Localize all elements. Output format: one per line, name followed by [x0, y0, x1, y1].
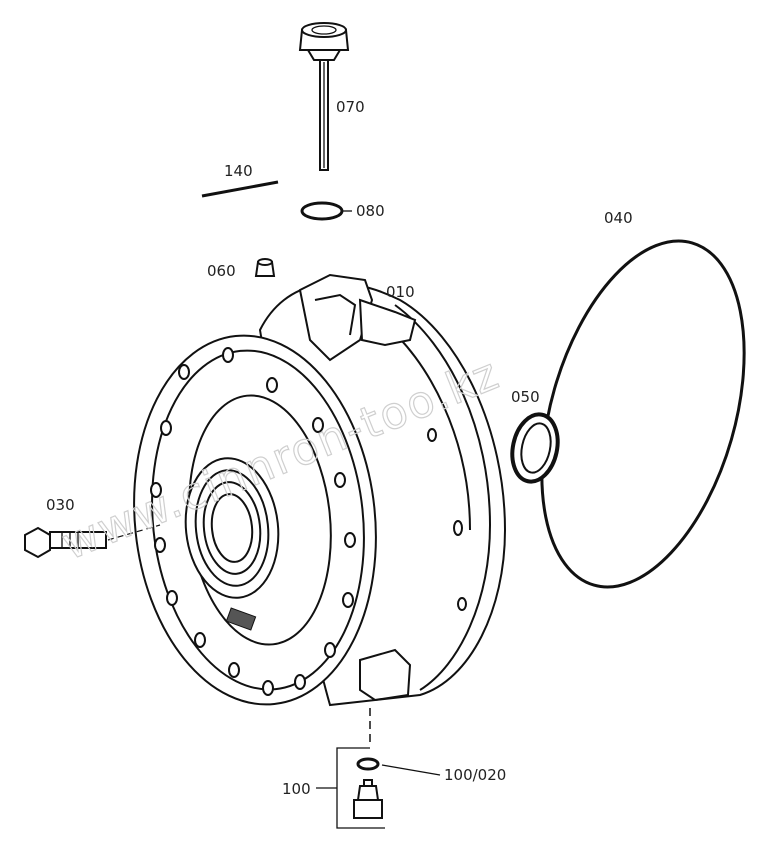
label-050: 050: [511, 388, 540, 406]
part-080-o-ring: [300, 201, 352, 221]
part-050-seal: [510, 412, 560, 484]
part-100-assembly: [316, 708, 441, 829]
label-040: 040: [604, 209, 633, 227]
label-070: 070: [336, 98, 365, 116]
part-010-housing: [133, 273, 507, 707]
label-140: 140: [224, 162, 253, 180]
label-080: 080: [356, 202, 385, 220]
label-060: 060: [207, 262, 236, 280]
label-100-020: 100/020: [444, 766, 506, 784]
part-140-rod: [201, 180, 279, 198]
label-010: 010: [386, 283, 415, 301]
part-060-plug: [254, 258, 276, 277]
part-030-bolt: [24, 524, 161, 559]
label-030: 030: [46, 496, 75, 514]
label-100: 100: [282, 780, 311, 798]
part-070-dipstick: [298, 22, 350, 171]
part-040-gasket: [540, 239, 746, 589]
